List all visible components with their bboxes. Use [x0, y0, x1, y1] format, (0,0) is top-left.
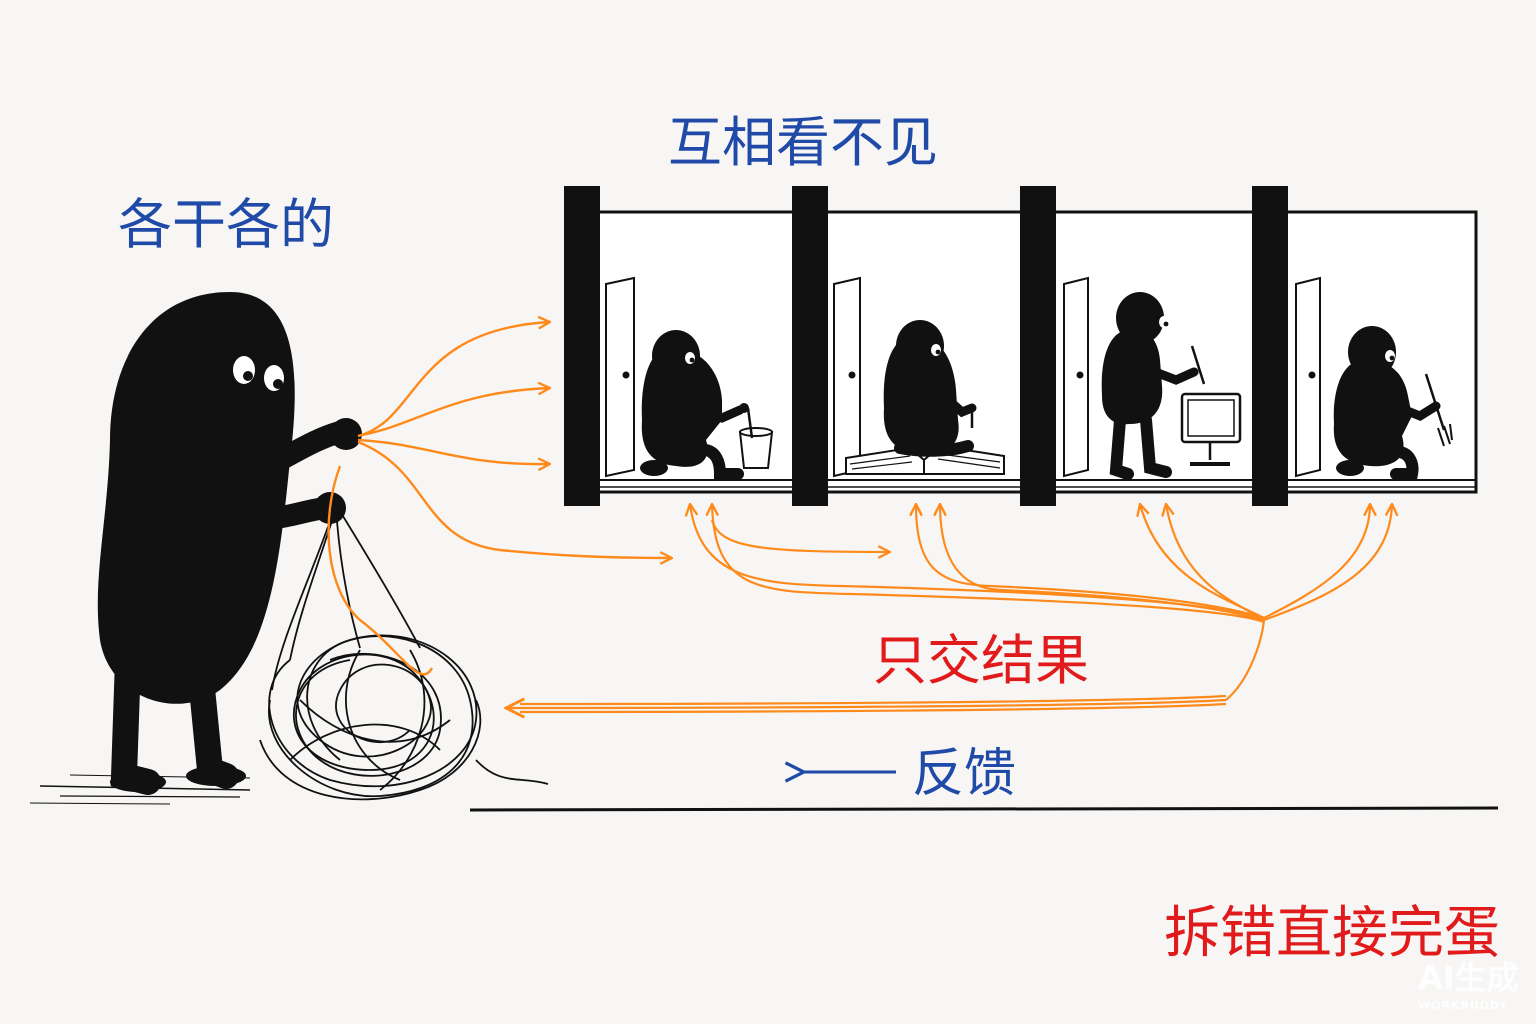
results-arrow-to-manager	[506, 700, 1227, 708]
thread-to-room-1-lower	[357, 440, 672, 558]
ground	[29, 774, 1499, 812]
label-only-hand-in-results: 只交结果	[873, 629, 1089, 692]
computer-monitor-icon	[1180, 392, 1242, 466]
worker-1	[640, 330, 749, 480]
doors	[605, 276, 1321, 478]
thread-to-room-1-middle	[357, 388, 550, 438]
door-icon	[833, 276, 861, 478]
door-icon	[605, 276, 635, 478]
wall-1	[564, 186, 600, 506]
label-working-alone: 各干各的	[118, 193, 334, 256]
result-from-room-1	[690, 504, 1265, 622]
office-building	[564, 186, 1478, 506]
manager-figure	[97, 292, 362, 795]
label-wrong-split-disaster: 拆错直接完蛋	[1164, 901, 1500, 966]
thread-to-room-1-top	[357, 322, 550, 438]
wall-2	[792, 186, 828, 506]
worker-2	[883, 320, 977, 457]
thread-to-room-1-bottom	[357, 438, 550, 464]
room-1-to-room-2-handoff	[710, 519, 890, 552]
fork-icon	[1424, 373, 1453, 447]
door-icon	[1063, 276, 1089, 478]
results-threads	[506, 504, 1392, 712]
wall-4	[1252, 186, 1288, 506]
worker-3	[1101, 292, 1206, 480]
label-cannot-see-each-other: 互相看不见	[668, 111, 938, 174]
walls	[564, 186, 1288, 506]
cup-icon	[738, 407, 774, 469]
tangled-thread-ball	[259, 507, 549, 801]
watermark: AI生成	[1418, 959, 1519, 997]
result-from-room-2	[916, 504, 1265, 620]
thread-down-to-tangle	[327, 465, 434, 676]
worker-4	[1333, 326, 1441, 480]
door-icon	[1295, 276, 1321, 478]
task-threads	[327, 322, 672, 676]
watermark-subtext: WORKBUDDY	[1418, 999, 1509, 1012]
wall-3	[1020, 186, 1056, 506]
result-from-room-4	[1263, 504, 1370, 619]
label-feedback: 反馈	[912, 744, 1017, 804]
